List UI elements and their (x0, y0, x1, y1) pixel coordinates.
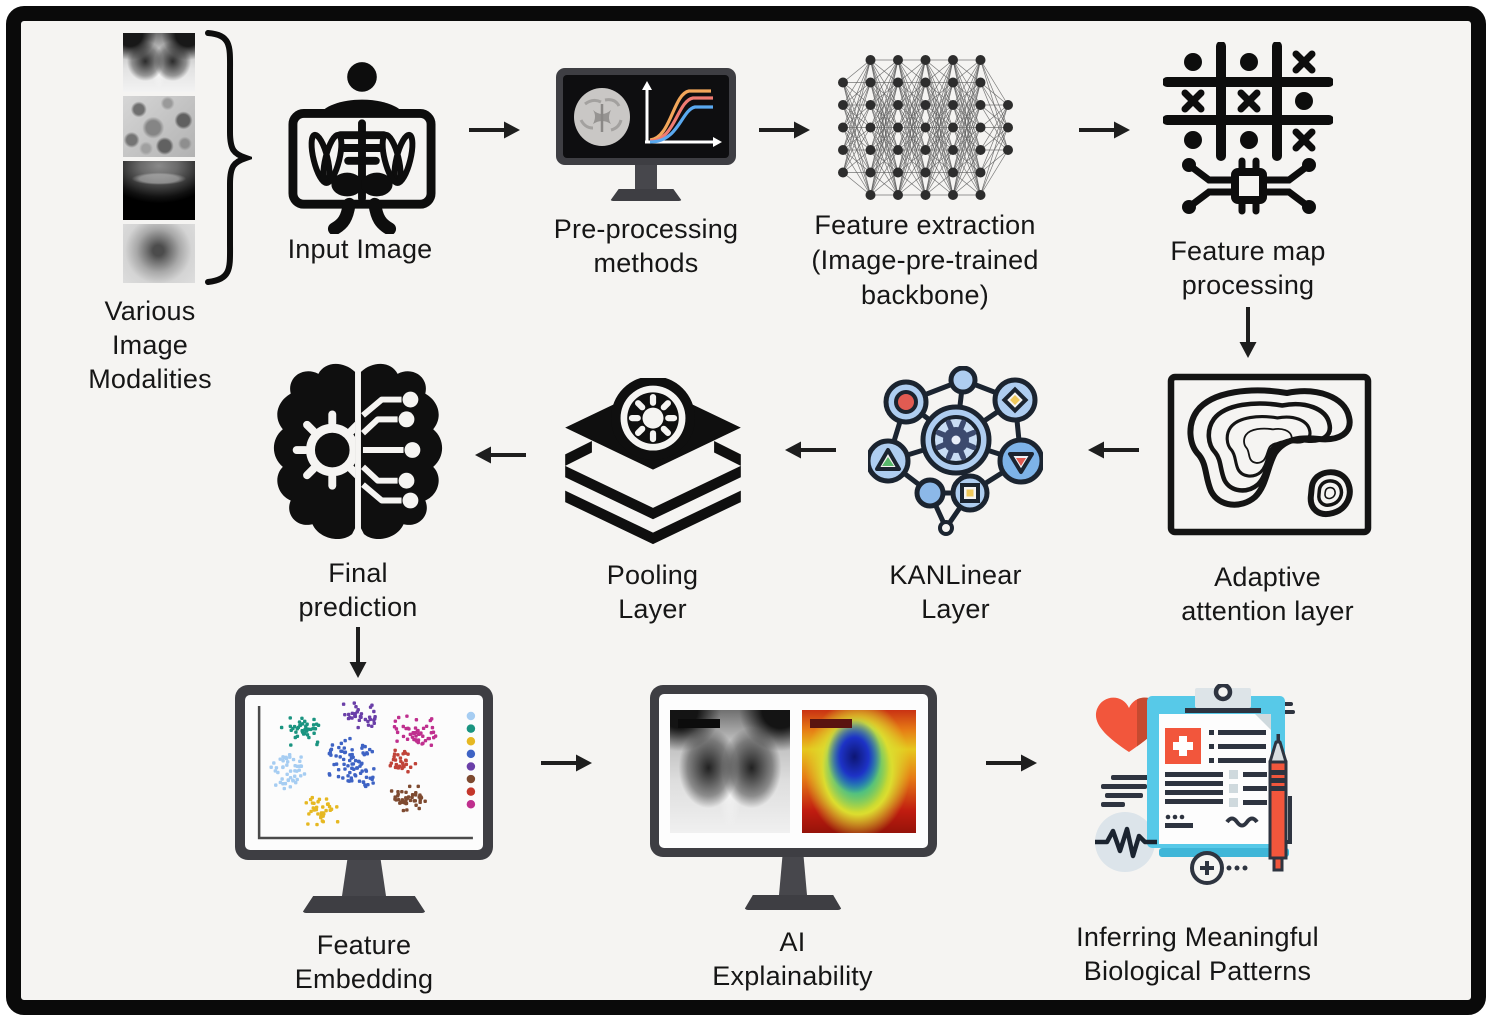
arrow-prediction-to-embedding (349, 627, 367, 678)
xray-image (670, 710, 790, 833)
feature-map-grid-icon (1163, 42, 1333, 215)
arrow-featuremap-to-attention (1239, 307, 1257, 358)
final-prediction-label: Final prediction (298, 558, 418, 622)
preprocessing-monitor (556, 68, 736, 201)
kanlinear-label: KANLinear Layer (889, 560, 1022, 624)
preprocessing-label: Pre-processing methods (553, 214, 739, 278)
feature-extraction-label: Feature extraction (Image-pre-trained ba… (811, 210, 1039, 310)
pooling-label: Pooling Layer (606, 560, 699, 624)
ai-explainability-label: AI Explainability (712, 927, 873, 991)
tsne-scatter-plot (257, 701, 476, 840)
input-image-label: Input Image (287, 234, 433, 264)
preprocessing-screen (563, 75, 729, 158)
arrow-kanlinear-to-pooling (785, 441, 836, 459)
pen-icon (1268, 734, 1288, 872)
contour-map-icon (1167, 373, 1372, 536)
kanlinear-network-icon (868, 366, 1043, 536)
histopathology-thumbnail (123, 96, 195, 157)
arrow-explainability-to-patterns (986, 754, 1037, 772)
biological-patterns-label: Inferring Meaningful Biological Patterns (1076, 922, 1319, 986)
chest-xray-thumbnail (123, 33, 195, 92)
modalities-label: Various Image Modalities (88, 296, 212, 394)
explainability-screen (659, 694, 928, 848)
gradcam-heatmap-image (802, 710, 916, 833)
neural-network-icon (838, 55, 1013, 200)
arrow-attention-to-kanlinear (1088, 441, 1139, 459)
brain-mri-image (574, 88, 630, 146)
sigmoid-curves-plot (642, 81, 722, 147)
arrow-extraction-to-featuremap (1079, 121, 1130, 139)
medical-report-icon (1095, 684, 1295, 885)
adaptive-attention-label: Adaptive attention layer (1181, 562, 1354, 626)
arrow-pooling-to-prediction (475, 446, 526, 464)
dermoscopy-thumbnail (123, 224, 195, 283)
feature-map-label: Feature map processing (1170, 236, 1326, 300)
signature-squiggle (1225, 816, 1259, 828)
tsne-screen (245, 695, 483, 850)
arrow-input-to-preprocessing (469, 121, 520, 139)
arrow-preprocessing-to-extraction (759, 121, 810, 139)
pooling-layers-icon (565, 378, 741, 545)
ai-explainability-monitor (650, 685, 937, 913)
feature-embedding-monitor (235, 685, 493, 915)
ultrasound-thumbnail (123, 161, 195, 220)
xray-body-icon (288, 62, 436, 234)
brace-icon (205, 30, 252, 285)
ecg-waveform (1095, 826, 1157, 859)
ai-brain-icon (273, 363, 443, 540)
feature-embedding-label: Feature Embedding (294, 930, 434, 994)
arrow-embedding-to-explainability (541, 754, 592, 772)
